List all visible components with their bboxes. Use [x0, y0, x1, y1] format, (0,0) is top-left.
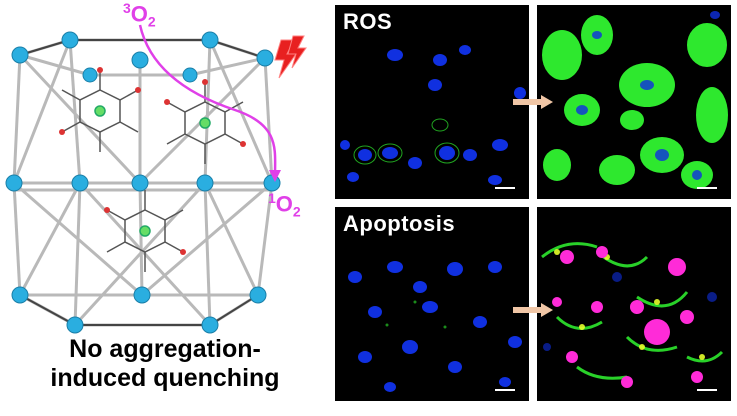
- apoptosis-arrow-icon: [513, 303, 553, 317]
- apoptosis-before-micrograph: Apoptosis: [335, 207, 529, 401]
- figure-caption: No aggregation- induced quenching: [0, 335, 330, 393]
- porphyrin-molecule-3: [104, 190, 186, 272]
- mof-cage-illustration: 3O2 1O2 No aggregation- induced quenchin…: [0, 0, 330, 411]
- ros-after-scalebar: [697, 187, 717, 189]
- porphyrin-molecule-2: [164, 79, 246, 164]
- ros-before-cells: [340, 45, 526, 185]
- ros-after-micrograph: [537, 5, 731, 199]
- ros-arrow-icon: [513, 95, 553, 109]
- apoptosis-before-cells: [348, 261, 522, 392]
- apoptosis-after-micrograph: [537, 207, 731, 401]
- porphyrin-molecule-1: [59, 67, 141, 152]
- ros-label: ROS: [343, 9, 393, 34]
- oxygen-arrow-head: [269, 170, 281, 182]
- ros-before-scalebar: [495, 187, 515, 189]
- ros-before-micrograph: ROS: [335, 5, 529, 199]
- apoptosis-before-scalebar: [495, 389, 515, 391]
- ros-after-cells: [542, 11, 728, 189]
- cage-svg: [5, 24, 307, 334]
- apoptosis-label: Apoptosis: [343, 211, 456, 236]
- apoptosis-after-cells: [541, 242, 724, 388]
- caption-line-1: No aggregation-: [69, 335, 261, 363]
- singlet-oxygen-label: 1O2: [268, 190, 301, 220]
- cage-nodes: [5, 31, 281, 334]
- light-irradiation-icon: [274, 35, 307, 79]
- triplet-oxygen-label: 3O2: [123, 0, 156, 30]
- oxygen-conversion-arrow: [138, 24, 277, 176]
- caption-line-2: induced quenching: [50, 364, 280, 392]
- cage-edges: [19, 39, 266, 326]
- apoptosis-after-scalebar: [697, 389, 717, 391]
